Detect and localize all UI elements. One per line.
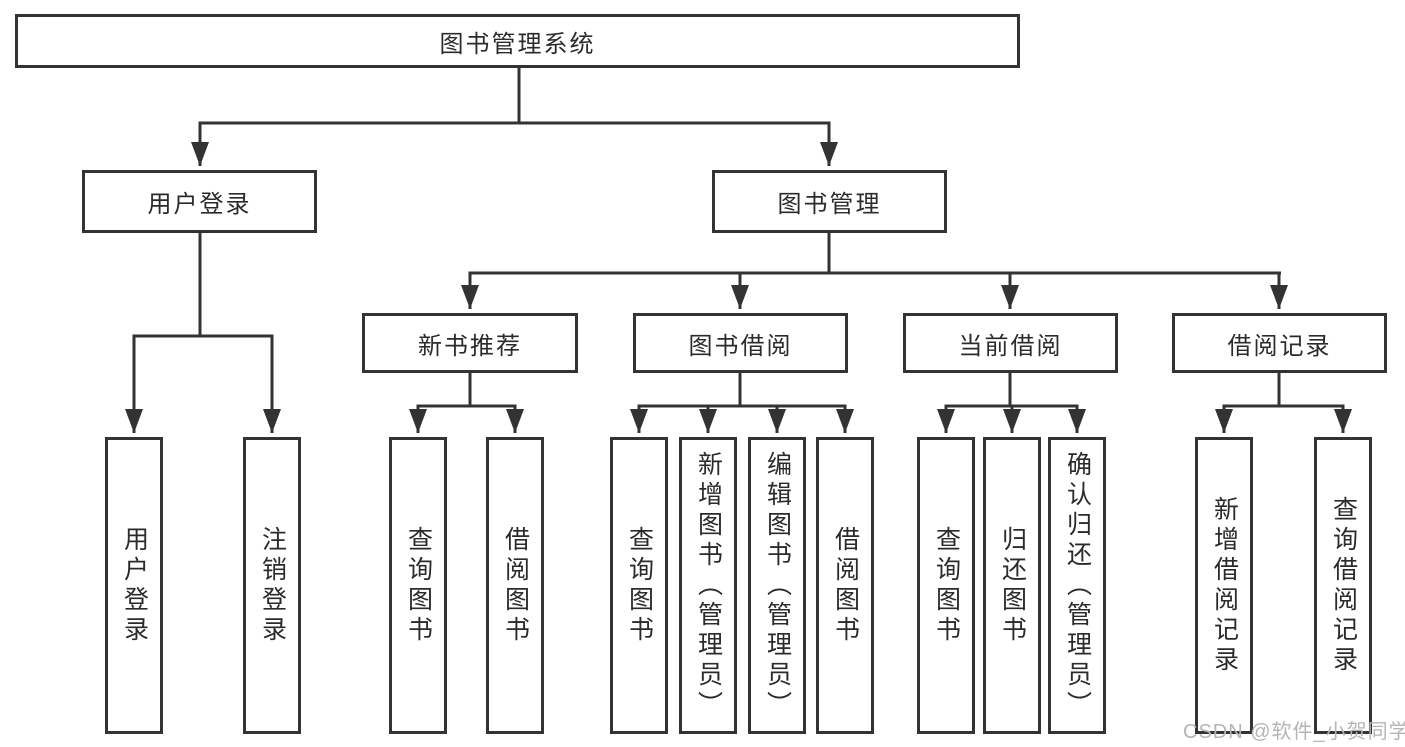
leaf-borrow-book-borrowing: 借阅图书 xyxy=(816,437,874,734)
leaf-return-book: 归还图书 xyxy=(983,437,1041,734)
leaf-query-book-borrowing: 查询图书 xyxy=(610,437,668,734)
node-current-borrowing: 当前借阅 xyxy=(903,313,1118,373)
leaf-confirm-return-admin: 确认归还（管理员） xyxy=(1048,437,1106,734)
node-borrow-records: 借阅记录 xyxy=(1172,313,1387,373)
leaf-edit-book-admin: 编辑图书（管理员） xyxy=(748,437,806,734)
leaf-add-borrow-record: 新增借阅记录 xyxy=(1195,437,1253,734)
leaf-query-book-current: 查询图书 xyxy=(917,437,975,734)
leaf-query-book-newrec: 查询图书 xyxy=(389,437,447,734)
leaf-user-login: 用户登录 xyxy=(105,437,163,734)
leaf-logout: 注销登录 xyxy=(243,437,301,734)
node-new-book-recommendation: 新书推荐 xyxy=(362,313,578,373)
leaf-add-book-admin: 新增图书（管理员） xyxy=(679,437,737,734)
leaf-borrow-book-newrec: 借阅图书 xyxy=(486,437,544,734)
node-book-borrowing: 图书借阅 xyxy=(633,313,848,373)
leaf-query-borrow-record: 查询借阅记录 xyxy=(1314,437,1372,734)
csdn-watermark: CSDN @软件_小贺同学 xyxy=(1183,721,1405,743)
node-user-login: 用户登录 xyxy=(82,170,317,233)
node-library-management-system: 图书管理系统 xyxy=(15,14,1020,68)
node-book-management: 图书管理 xyxy=(712,170,947,233)
